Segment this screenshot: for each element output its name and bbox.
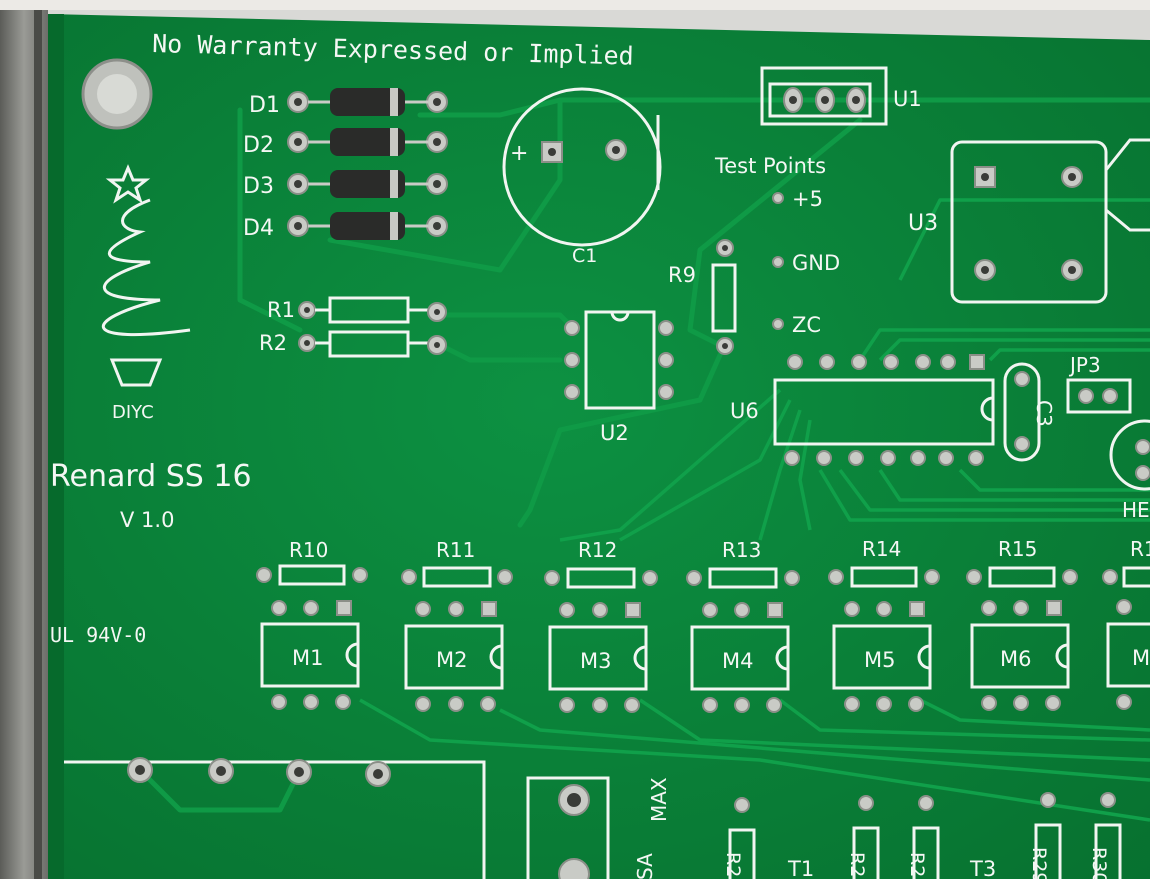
- optocoupler-modules: M1 M2 M3 M4 M5: [260, 599, 1150, 713]
- resistor-r11: R11: [401, 538, 513, 588]
- diode-array: D1 D2 D3 D4: [243, 88, 448, 241]
- resistor-r16-partial: R1: [1102, 537, 1150, 588]
- chip-u6: U6: [730, 354, 995, 466]
- resistor-r12: R12: [544, 538, 658, 589]
- mounting-hole-icon: [81, 58, 153, 130]
- label-m7: M: [1132, 646, 1150, 670]
- label-c1: C1: [572, 245, 597, 267]
- module-m6: M6: [970, 600, 1070, 711]
- module-m2: M2: [404, 601, 504, 712]
- module-m1: M1: [260, 600, 360, 710]
- label-r29: R29: [1028, 847, 1050, 879]
- regulator-u1: U1: [760, 66, 922, 126]
- module-m7-partial: M: [1106, 599, 1150, 710]
- resistor-r10: R10: [256, 538, 368, 586]
- diyc-tree-logo-icon: [101, 164, 191, 387]
- label-d4: D4: [243, 216, 274, 241]
- label-he: HE: [1122, 498, 1150, 522]
- resistor-r9: R9: [668, 239, 737, 355]
- ul-rating: UL 94V-0: [50, 623, 146, 647]
- module-m3: M3: [548, 602, 648, 713]
- test-point-zc: ZC: [792, 313, 821, 337]
- pcb-board: [48, 14, 1150, 879]
- label-m1: M1: [292, 646, 323, 670]
- label-m2: M2: [436, 648, 467, 672]
- resistor-r14: R14: [828, 537, 940, 588]
- label-m3: M3: [580, 649, 611, 673]
- label-d1: D1: [249, 93, 280, 118]
- resistor-r1: R1: [267, 296, 447, 324]
- resistor-r13: R13: [686, 538, 800, 589]
- chip-u2: U2: [564, 310, 674, 445]
- diode-d4: D4: [243, 212, 448, 241]
- c1-plus-sign: +: [510, 141, 528, 166]
- label-r12: R12: [578, 538, 617, 562]
- label-d3: D3: [243, 174, 274, 199]
- bottom-connector-area: MAX SA: [64, 757, 671, 879]
- label-r14: R14: [862, 537, 901, 561]
- diode-d1: D1: [249, 88, 448, 118]
- label-d2: D2: [243, 133, 274, 158]
- channel-resistors: R10 R11 R12 R13 R14 R15: [256, 537, 1150, 589]
- capacitor-c1: + C1: [502, 87, 662, 267]
- resistor-r2: R2: [259, 330, 447, 358]
- label-u1: U1: [893, 87, 922, 111]
- label-r2: R2: [259, 331, 287, 355]
- module-m5: M5: [832, 601, 932, 712]
- label-m5: M5: [864, 648, 895, 672]
- diode-d2: D2: [243, 128, 448, 158]
- module-m4: M4: [690, 602, 790, 713]
- label-r15: R15: [998, 537, 1037, 561]
- board-version: V 1.0: [120, 508, 174, 532]
- label-t1: T1: [787, 857, 814, 879]
- label-r1: R1: [267, 298, 295, 322]
- label-m6: M6: [1000, 647, 1031, 671]
- board-title: Renard SS 16: [50, 459, 252, 494]
- logo-text: DIYC: [112, 402, 154, 423]
- label-u3: U3: [908, 211, 938, 236]
- header-he-partial: HE: [1109, 419, 1150, 522]
- test-point-5v: +5: [792, 187, 823, 211]
- label-m4: M4: [722, 649, 753, 673]
- label-max: MAX: [647, 777, 671, 822]
- bottom-resistors: R2 T1 R2 R2 T3 R29 R30: [722, 792, 1122, 879]
- label-r30: R30: [1088, 847, 1110, 879]
- capacitor-c3: C3: [1003, 362, 1056, 462]
- test-points-title: Test Points: [714, 154, 826, 178]
- test-point-gnd: GND: [792, 251, 840, 275]
- jumper-jp3: JP3: [1066, 353, 1132, 414]
- resistor-r15: R15: [966, 537, 1078, 588]
- label-r2a: R2: [722, 852, 744, 877]
- label-u2: U2: [600, 421, 629, 445]
- label-r10: R10: [289, 538, 328, 562]
- label-r16: R1: [1130, 537, 1150, 561]
- test-points: Test Points +5 GND ZC: [714, 154, 840, 337]
- label-r2c: R2: [906, 852, 928, 877]
- label-r9: R9: [668, 263, 696, 287]
- label-r11: R11: [436, 538, 475, 562]
- label-u6: U6: [730, 399, 759, 423]
- label-c3: C3: [1032, 400, 1056, 427]
- copper-traces: [137, 97, 1150, 822]
- label-r2b: R2: [846, 852, 868, 877]
- label-jp3: JP3: [1068, 353, 1101, 377]
- label-t3: T3: [969, 857, 996, 879]
- triac-u3: U3: [908, 138, 1150, 304]
- label-sa: SA: [633, 853, 657, 879]
- label-r13: R13: [722, 538, 761, 562]
- diode-d3: D3: [243, 170, 448, 199]
